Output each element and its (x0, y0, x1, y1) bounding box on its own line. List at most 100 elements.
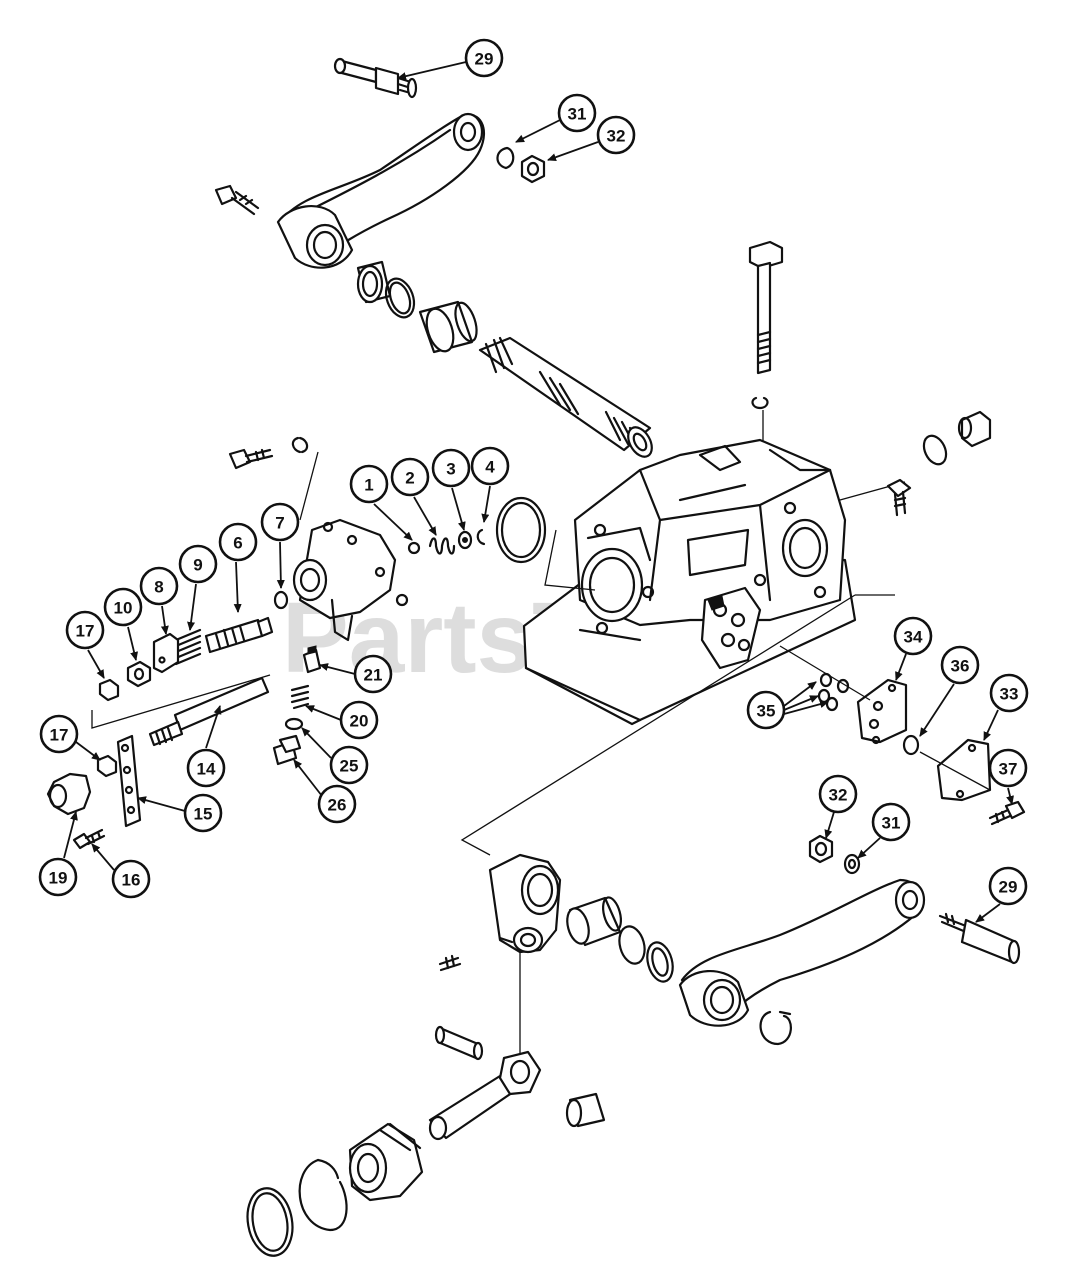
callout-label: 32 (829, 786, 848, 805)
callout-37: 37 (988, 748, 1028, 788)
callout-circle (65, 610, 105, 650)
bottom-oring-part (246, 1187, 294, 1257)
callout-circle (183, 793, 223, 833)
callout-leader-line (205, 705, 222, 749)
top-oring-part (384, 277, 416, 319)
callout-circle (139, 566, 179, 606)
callout-circle (988, 866, 1028, 906)
callout-circle (557, 93, 597, 133)
callout-leader-line (233, 561, 242, 613)
nut-10-part (126, 660, 152, 688)
callout-label: 35 (757, 702, 776, 721)
callout-leader-line (397, 61, 467, 81)
callout-circle (470, 446, 510, 486)
callout-label: 34 (904, 628, 923, 647)
callout-10: 10 (103, 587, 143, 627)
callout-leader-line (783, 681, 817, 707)
callout-leader-line (824, 811, 835, 839)
callout-circle (431, 448, 471, 488)
ring-4-part (476, 528, 486, 546)
callout-circle (390, 457, 430, 497)
bottom-bushing-part (565, 1092, 606, 1128)
lower-washer-31-part (843, 853, 861, 875)
callout-leader-line (895, 653, 907, 681)
oring-35-set-part (817, 672, 850, 712)
right-plug-part (957, 410, 992, 448)
top-lift-arm-part (276, 112, 486, 269)
callout-31: 31 (557, 93, 597, 133)
callout-circle (260, 502, 300, 542)
callout-label: 10 (114, 599, 133, 618)
top-small-bolt-part (214, 184, 260, 216)
valve-spool-6-part (204, 616, 274, 654)
callout-circle (39, 714, 79, 754)
callout-label: 6 (233, 534, 242, 553)
callout-33: 33 (989, 673, 1029, 713)
callout-label: 20 (350, 712, 369, 731)
plug-26-part (272, 734, 302, 766)
callout-label: 37 (999, 760, 1018, 779)
oring-25-part (284, 717, 304, 731)
callout-9: 9 (178, 544, 218, 584)
callout-2: 2 (390, 457, 430, 497)
callout-label: 9 (193, 556, 202, 575)
callout-circle (38, 857, 78, 897)
callout-circle (218, 522, 258, 562)
callout-29: 29 (464, 38, 504, 78)
oring-7-part (273, 590, 289, 610)
callout-leader-line (160, 605, 169, 635)
callout-circle (746, 690, 786, 730)
gasket-34-part (856, 678, 908, 745)
valve-housing-part (522, 438, 857, 726)
callout-circle (818, 774, 858, 814)
lower-clamp-part (759, 1010, 792, 1046)
callout-19: 19 (38, 857, 78, 897)
left-group-bracket-line (91, 674, 271, 729)
top-sleeve-part (418, 300, 478, 354)
callout-leader-line (63, 811, 78, 859)
housing-leader-line (544, 529, 596, 591)
callout-leader-line (975, 903, 1001, 923)
washer-3-part (457, 530, 473, 550)
callout-label: 1 (364, 476, 373, 495)
callout-label: 14 (197, 760, 216, 779)
valve-ball-small-part (395, 593, 409, 607)
callout-circle (989, 673, 1029, 713)
callout-label: 31 (568, 105, 587, 124)
callout-label: 29 (999, 878, 1018, 897)
cover-33-part (936, 738, 992, 802)
nut-17-upper-part (98, 678, 120, 702)
callout-circle (596, 115, 636, 155)
callout-leader-line (481, 485, 491, 523)
callout-leader-line (305, 705, 342, 721)
screw-16-part (72, 828, 106, 850)
callout-1: 1 (349, 464, 389, 504)
top-pin-part (333, 57, 418, 99)
bracket-8-part (152, 632, 180, 674)
callout-leader-line (547, 141, 599, 162)
callout-34: 34 (893, 616, 933, 656)
callout-8: 8 (139, 566, 179, 606)
callout-leader-line (75, 741, 101, 761)
callout-circle (871, 802, 911, 842)
callout-label: 4 (485, 458, 495, 477)
callout-leader-line (127, 626, 139, 661)
callout-32: 32 (818, 774, 858, 814)
callout-label: 36 (951, 657, 970, 676)
callout-leader-line (373, 503, 413, 541)
callout-3: 3 (431, 448, 471, 488)
callout-leader-line (1006, 787, 1014, 805)
right-small-bolt-part (886, 478, 912, 517)
callout-label: 33 (1000, 685, 1019, 704)
callout-6: 6 (218, 522, 258, 562)
callout-circle (103, 587, 143, 627)
callout-label: 31 (882, 814, 901, 833)
housing-to-lower-line (460, 594, 856, 856)
piston-part (348, 1122, 424, 1202)
callout-circle (940, 645, 980, 685)
callout-leader-line (87, 649, 105, 679)
callout-16: 16 (111, 859, 151, 899)
callout-26: 26 (317, 784, 357, 824)
callout-29: 29 (988, 866, 1028, 906)
spring-9-part (174, 628, 202, 666)
